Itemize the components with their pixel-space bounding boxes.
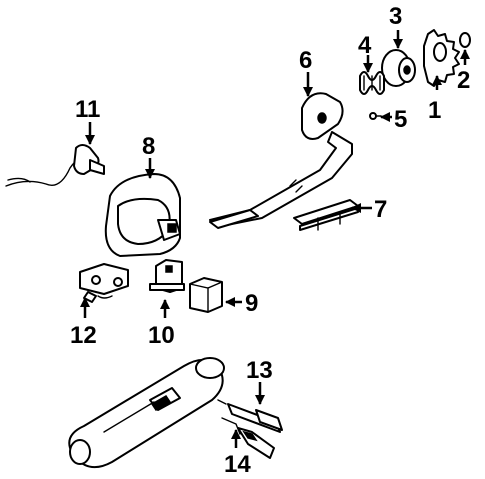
callout-2: 2: [457, 67, 470, 94]
part-5-screw: [369, 112, 382, 120]
part-4-spring: [359, 71, 385, 95]
part-7-rod: [293, 199, 359, 231]
callout-11: 11: [75, 96, 100, 123]
callout-8: 8: [142, 133, 155, 160]
steering-column-tube: [68, 357, 225, 469]
callout-4: 4: [358, 32, 372, 59]
part-1-lock-plate: [423, 29, 460, 87]
part-9-module: [189, 277, 223, 313]
part-10-bracket: [149, 259, 185, 293]
part-6-switch-actuator: [209, 92, 353, 229]
callout-5: 5: [394, 106, 407, 133]
callout-10: 10: [148, 322, 175, 349]
callout-14: 14: [224, 451, 251, 478]
part-13-rod: [217, 399, 283, 433]
part-14-lever: [221, 417, 275, 459]
callout-6: 6: [299, 47, 312, 74]
callout-7: 7: [374, 196, 387, 223]
callout-3: 3: [389, 3, 402, 30]
callout-1: 1: [428, 97, 441, 124]
part-8-column-cover: [104, 173, 181, 257]
callout-12: 12: [70, 322, 97, 349]
callout-13: 13: [246, 357, 273, 384]
part-2-ring: [459, 32, 471, 48]
part-11-sensor: [5, 144, 105, 187]
callout-9: 9: [245, 290, 258, 317]
part-3-hub: [381, 49, 416, 87]
part-12-switch: [79, 263, 129, 303]
